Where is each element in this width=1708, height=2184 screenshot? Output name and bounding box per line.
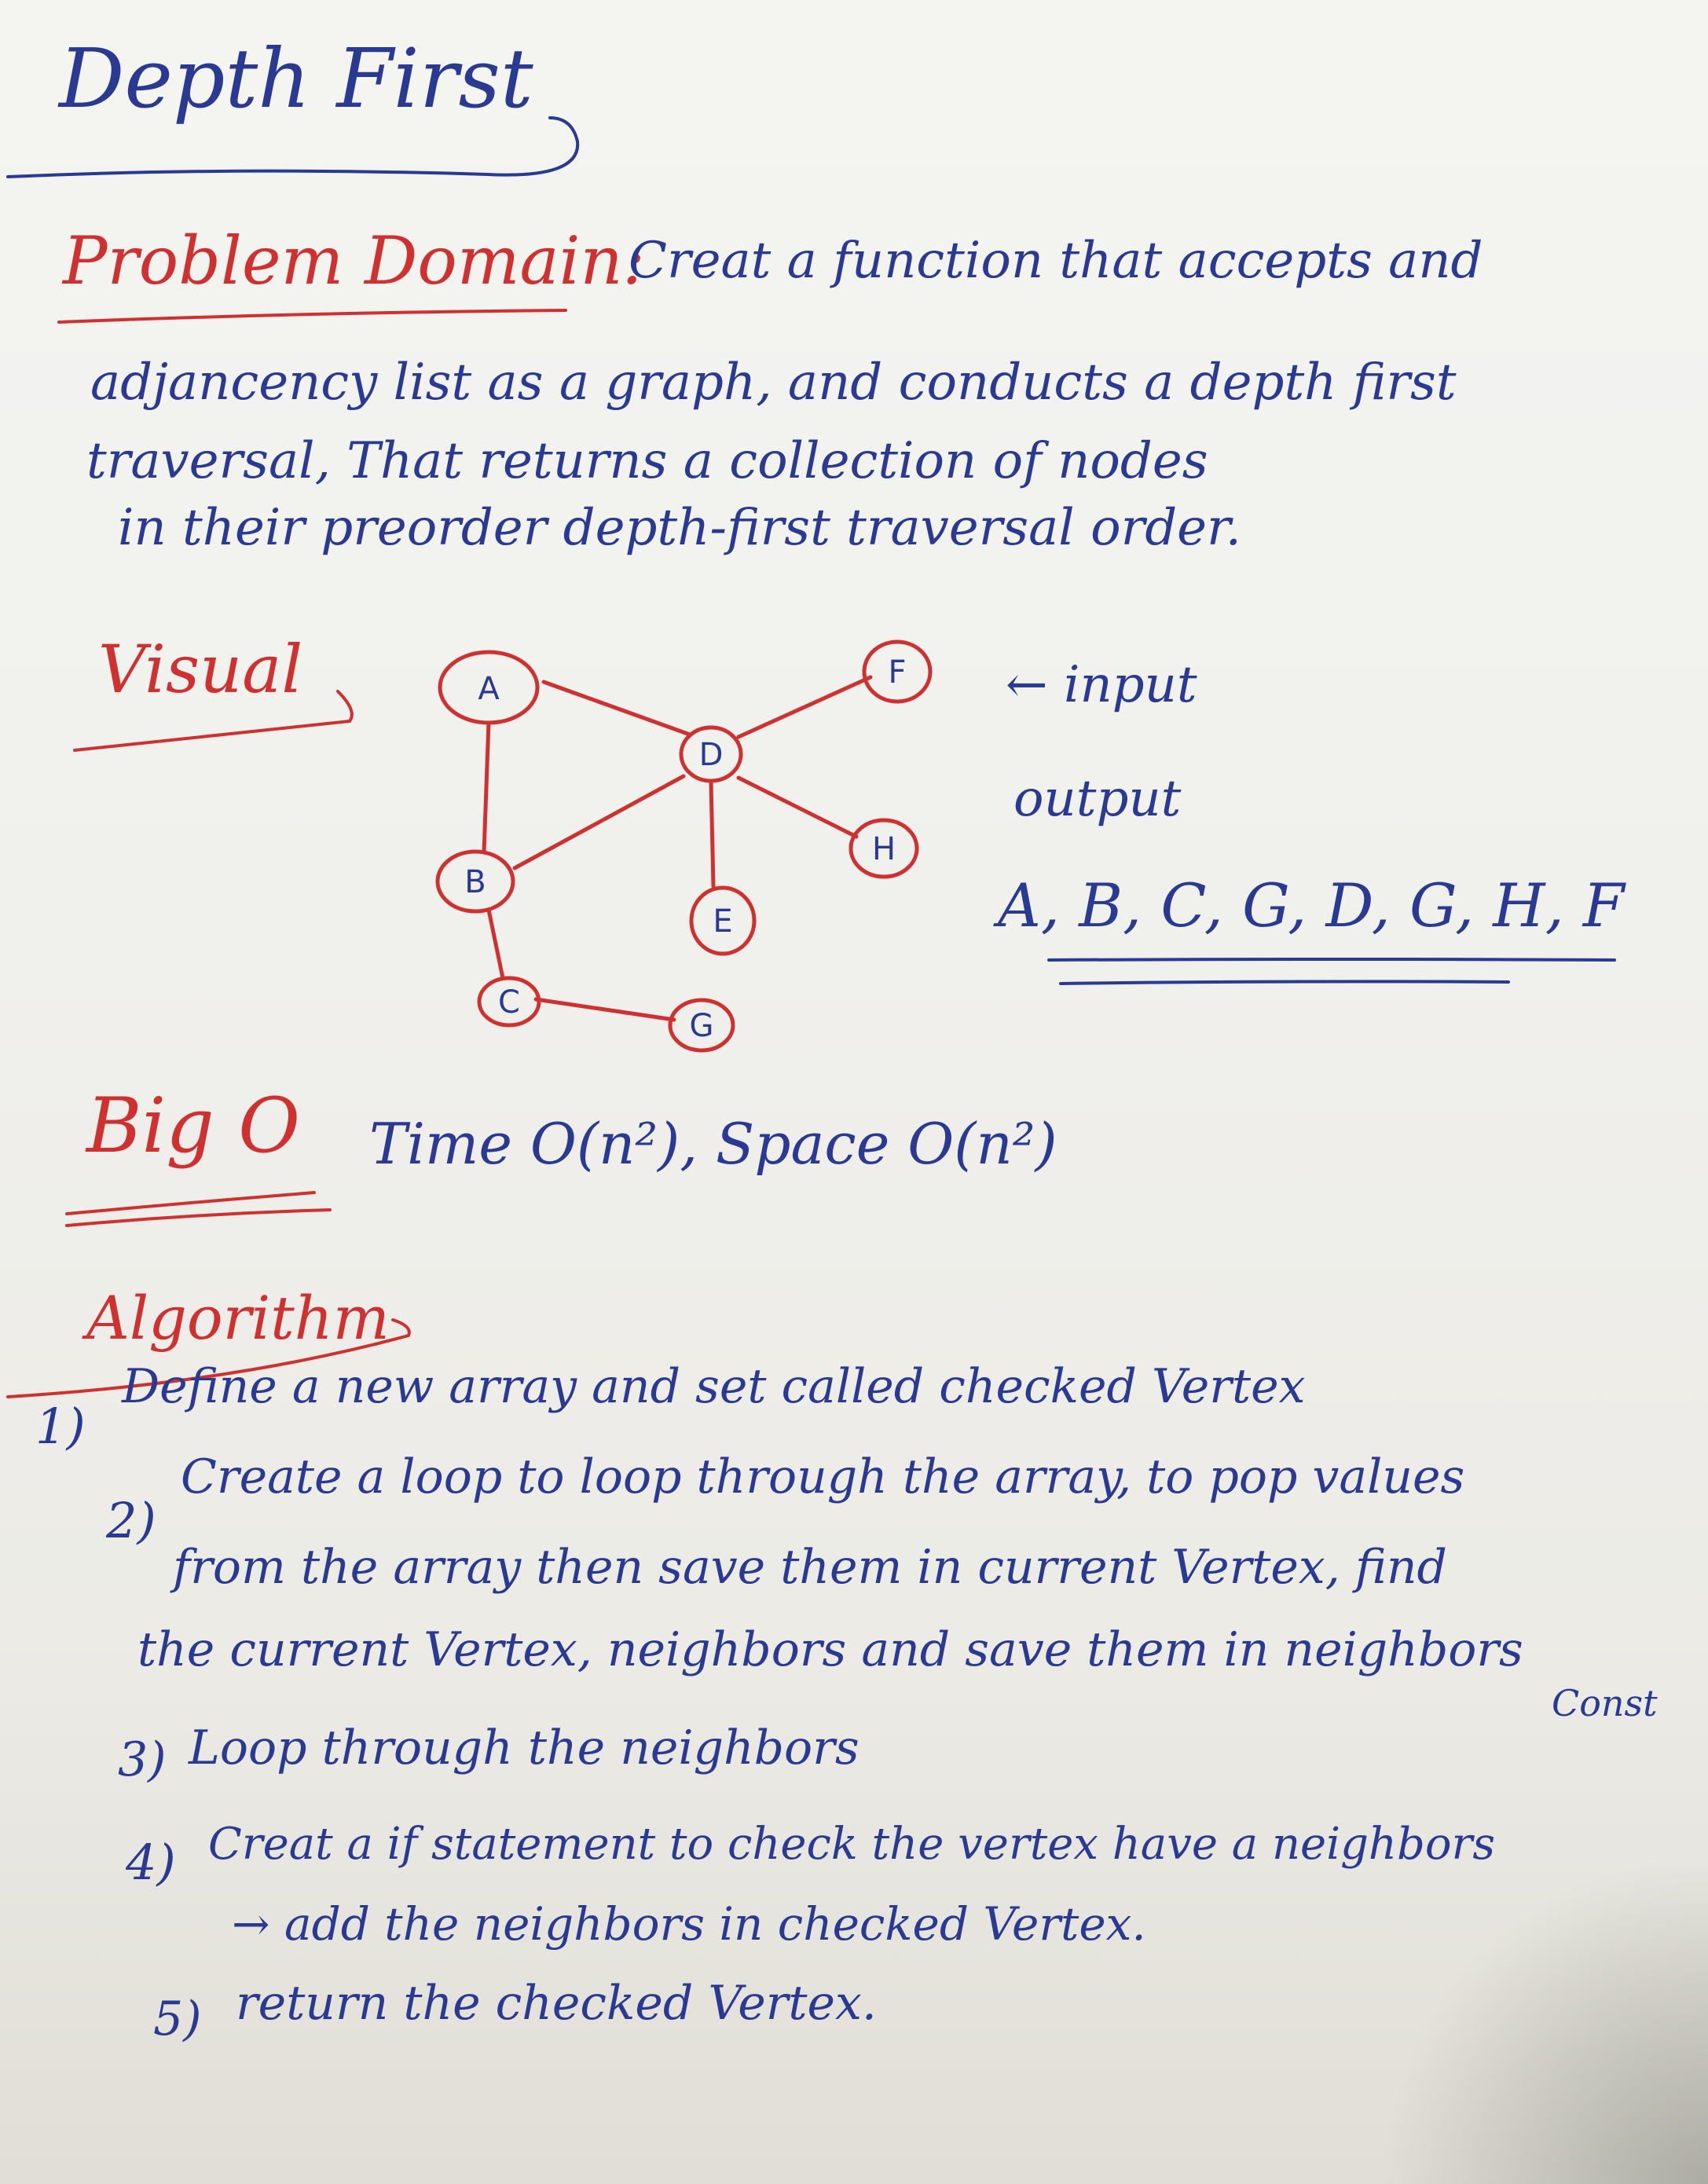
algorithm-step-2-line-3: the current Vertex, neighbors and save t… [137,1622,1523,1677]
node-f: F [862,639,933,704]
input-label-text: input [1063,656,1197,714]
big-o-heading: Big O [86,1082,300,1170]
edge-d-f [736,675,873,739]
output-value: A, B, C, G, D, G, H, F [998,870,1625,940]
step-4-number: 4) [126,1834,176,1891]
algorithm-heading: Algorithm [86,1283,390,1353]
problem-domain-line-2: adjancency list as a graph, and conducts… [90,354,1457,412]
node-g: G [668,998,735,1053]
input-label: ← input [1006,656,1197,714]
node-e: E [689,885,757,956]
algorithm-step-4-line-1: Creat a if statement to check the vertex… [208,1819,1496,1870]
problem-domain-line-1: Creat a function that accepts and [629,232,1483,290]
visual-heading: Visual [98,631,303,708]
edge-b-c [486,907,505,980]
step-5-number: 5) [153,1992,202,2047]
algorithm-step-2-line-2: from the array then save them in current… [173,1540,1447,1595]
node-a: A [438,650,540,725]
node-d-label: D [699,737,724,773]
algorithm-step-3: Loop through the neighbors [189,1720,859,1775]
output-underline-1 [1047,958,1616,962]
node-c: C [477,976,541,1028]
bigo-underline-2 [65,1208,332,1227]
node-e-label: E [713,903,732,940]
problem-domain-underline [57,309,567,324]
edge-b-d [512,774,686,870]
node-h-label: H [872,831,896,867]
algorithm-step-4-line-2: → add the neighbors in checked Vertex. [232,1897,1146,1951]
big-o-text: Time O(n²), Space O(n²) [369,1111,1057,1177]
output-underline-2 [1059,980,1510,985]
visual-underline [73,690,354,752]
edge-c-g [533,997,676,1022]
node-f-label: F [888,654,906,691]
node-b: B [435,849,515,914]
algorithm-step-2-const: Const [1552,1682,1658,1724]
page-title: Depth First [59,31,533,126]
node-b-label: B [464,864,486,900]
node-c-label: C [498,984,520,1021]
problem-domain-line-3: traversal, That returns a collection of … [86,432,1208,490]
edge-d-e [709,779,716,889]
algorithm-step-2-line-1: Create a loop to loop through the array,… [181,1449,1465,1504]
algorithm-underline [6,1318,411,1398]
problem-domain-heading: Problem Domain: [63,222,645,299]
node-a-label: A [478,671,500,707]
title-underline [6,116,580,178]
step-1-number: 1) [35,1398,86,1455]
algorithm-step-5: return the checked Vertex. [236,1976,877,2031]
problem-domain-line-4: in their preorder depth-first traversal … [118,499,1241,557]
edge-d-h [736,775,859,839]
node-h: H [849,818,919,879]
output-label: output [1013,770,1182,828]
step-3-number: 3) [118,1732,167,1787]
edge-a-d [541,680,692,737]
algorithm-step-1: Define a new array and set called checke… [122,1359,1306,1414]
node-g-label: G [690,1008,714,1044]
node-d: D [679,725,743,783]
bigo-underline-1 [65,1191,316,1215]
step-2-number: 2) [106,1492,156,1549]
edge-a-b [482,720,491,855]
